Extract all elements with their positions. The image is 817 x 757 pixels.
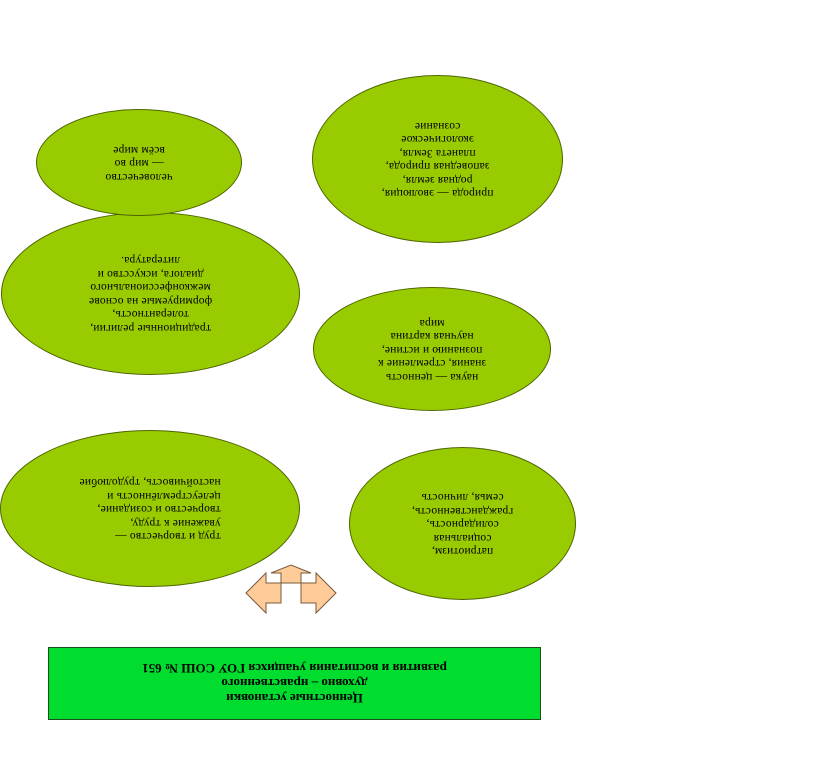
ellipse-labor: труд и творчество — уважение к труду, тв… (0, 430, 300, 587)
ellipse-humanity-text: человечество — мир во всём мире (105, 143, 173, 183)
ellipse-nature: природа — эволюция, родная земля, запове… (312, 75, 563, 243)
ellipse-religion-text: традиционные религии, толерантность, фор… (88, 254, 213, 335)
three-way-arrow-icon (245, 564, 337, 615)
ellipse-patriotism: патриотизм, социальная солидарность, гра… (349, 447, 576, 600)
ellipse-labor-text: труд и творчество — уважение к труду, тв… (79, 476, 221, 543)
ellipse-religion: традиционные религии, толерантность, фор… (1, 212, 300, 375)
ellipse-science: наука — ценность знания, стремление к по… (313, 287, 551, 411)
ellipse-patriotism-text: патриотизм, социальная солидарность, гра… (411, 491, 514, 558)
ellipse-science-text: наука — ценность знания, стремление к по… (377, 316, 487, 383)
ellipse-humanity: человечество — мир во всём мире (36, 109, 242, 216)
diagram-title: Ценностные установки духовно – нравствен… (142, 661, 447, 706)
ellipse-nature-text: природа — эволюция, родная земля, запове… (381, 120, 494, 200)
title-box: Ценностные установки духовно – нравствен… (48, 647, 541, 720)
